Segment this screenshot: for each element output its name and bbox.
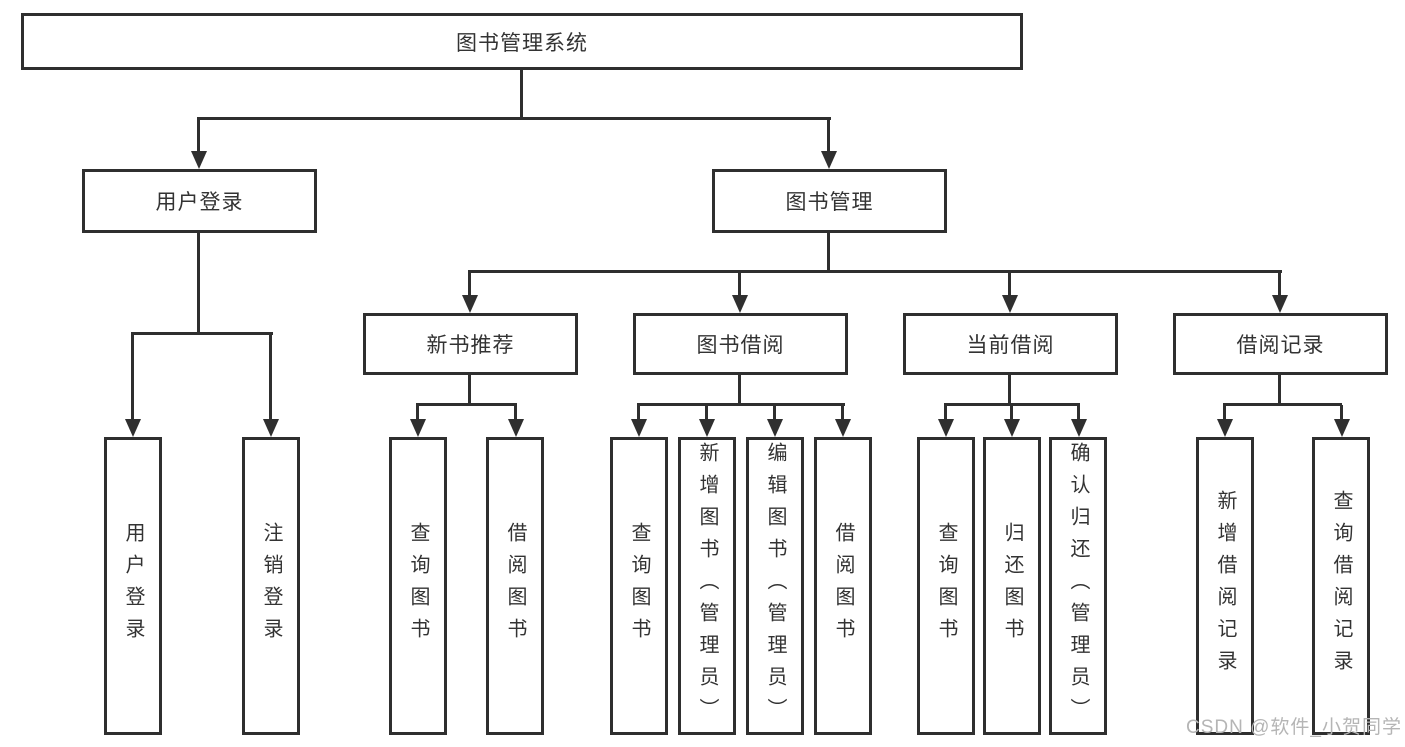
arrowhead-to-borrow-query [631,419,647,437]
arrowhead-to-current-return [1004,419,1020,437]
connector-to-current-return [1010,405,1013,420]
leaf-borrow-query-label: 查询图书 [628,522,650,650]
leaf-current-confirm-admin-label: 确认归还（管理员） [1067,442,1089,730]
arrowhead-to-current-confirm [1071,419,1087,437]
connector-to-new-book [468,272,471,296]
node-user-login-label: 用户登录 [155,191,244,214]
leaf-borrow-add-admin-label: 新增图书（管理员） [696,442,718,730]
connector-to-record-add [1223,405,1226,420]
node-borrowing-records-label: 借阅记录 [1236,334,1325,357]
arrowhead-to-book-borrow [732,295,748,313]
connector-to-current-query [944,405,947,420]
connector-records-stem [1278,375,1281,405]
arrowhead-to-newbook-borrow [508,419,524,437]
connector-book-mgmt-stem [827,233,830,272]
arrowhead-to-leaf-login [125,419,141,437]
connector-to-newbook-query [416,405,419,420]
connector-to-borrow-records [1278,272,1281,296]
arrowhead-to-book-management [821,151,837,169]
connector-to-record-query [1340,405,1343,420]
leaf-current-query-label: 查询图书 [935,522,957,650]
arrowhead-to-current-query [938,419,954,437]
connector-to-borrow-query [637,405,640,420]
leaf-current-query: 查询图书 [917,437,975,735]
leaf-borrow-add-admin: 新增图书（管理员） [678,437,736,735]
leaf-record-query: 查询借阅记录 [1312,437,1370,735]
arrowhead-to-current-borrow [1002,295,1018,313]
connector-to-borrow-edit [773,405,776,420]
leaf-current-return-label: 归还图书 [1001,522,1023,650]
node-book-borrowing-label: 图书借阅 [696,334,785,357]
arrowhead-to-newbook-query [410,419,426,437]
leaf-newbook-borrow: 借阅图书 [486,437,544,735]
connector-to-leaf-logout [269,334,272,420]
arrowhead-to-borrow-borrow [835,419,851,437]
connector-to-borrow-borrow [841,405,844,420]
arrowhead-to-record-add [1217,419,1233,437]
connector-to-book-management [827,119,830,152]
connector-to-user-login [197,119,200,152]
arrowhead-to-borrow-records [1272,295,1288,313]
connector-to-borrow-add [705,405,708,420]
connector-to-current-borrow [1008,272,1011,296]
leaf-borrow-borrow-label: 借阅图书 [832,522,854,650]
node-borrowing-records: 借阅记录 [1173,313,1388,375]
connector-to-leaf-login [131,334,134,420]
leaf-borrow-edit-admin: 编辑图书（管理员） [746,437,804,735]
leaf-newbook-query: 查询图书 [389,437,447,735]
leaf-user-logout-label: 注销登录 [260,522,282,650]
connector-current-stem [1008,375,1011,405]
node-new-book-recommend-label: 新书推荐 [426,334,515,357]
leaf-borrow-borrow: 借阅图书 [814,437,872,735]
node-book-management-module: 图书管理 [712,169,947,233]
leaf-newbook-borrow-label: 借阅图书 [504,522,526,650]
connector-newbook-stem [468,375,471,405]
leaf-borrow-query: 查询图书 [610,437,668,735]
connector-root-stem [520,69,523,120]
leaf-record-add-label: 新增借阅记录 [1214,490,1236,682]
leaf-current-return: 归还图书 [983,437,1041,735]
node-book-management-label: 图书管理 [785,191,874,214]
connector-newbook-rail [416,403,517,406]
leaf-user-login: 用户登录 [104,437,162,735]
node-root-system: 图书管理系统 [21,13,1023,70]
arrowhead-to-record-query [1334,419,1350,437]
connector-to-current-confirm [1077,405,1080,420]
leaf-current-confirm-admin: 确认归还（管理员） [1049,437,1107,735]
connector-user-leaves-rail [131,332,273,335]
connector-borrowing-rail [637,403,845,406]
leaf-record-add: 新增借阅记录 [1196,437,1254,735]
leaf-borrow-edit-admin-label: 编辑图书（管理员） [764,442,786,730]
connector-borrowing-stem [738,375,741,405]
node-user-login-module: 用户登录 [82,169,317,233]
node-current-borrowing: 当前借阅 [903,313,1118,375]
arrowhead-to-borrow-edit [767,419,783,437]
arrowhead-to-leaf-logout [263,419,279,437]
leaf-user-logout: 注销登录 [242,437,300,735]
node-root-label: 图书管理系统 [456,31,588,55]
leaf-newbook-query-label: 查询图书 [407,522,429,650]
connector-level2-rail [197,117,831,120]
arrowhead-to-new-book [462,295,478,313]
connector-level3-rail [468,270,1282,273]
connector-to-book-borrow [738,272,741,296]
arrowhead-to-user-login [191,151,207,169]
connector-to-newbook-borrow [514,405,517,420]
csdn-watermark: CSDN @软件_小贺同学 [1186,717,1402,738]
arrowhead-to-borrow-add [699,419,715,437]
node-current-borrowing-label: 当前借阅 [966,334,1055,357]
node-new-book-recommend: 新书推荐 [363,313,578,375]
node-book-borrowing: 图书借阅 [633,313,848,375]
leaf-user-login-label: 用户登录 [122,522,144,650]
connector-user-login-stem [197,233,200,334]
connector-current-rail [944,403,1080,406]
connector-records-rail [1223,403,1342,406]
leaf-record-query-label: 查询借阅记录 [1330,490,1352,682]
